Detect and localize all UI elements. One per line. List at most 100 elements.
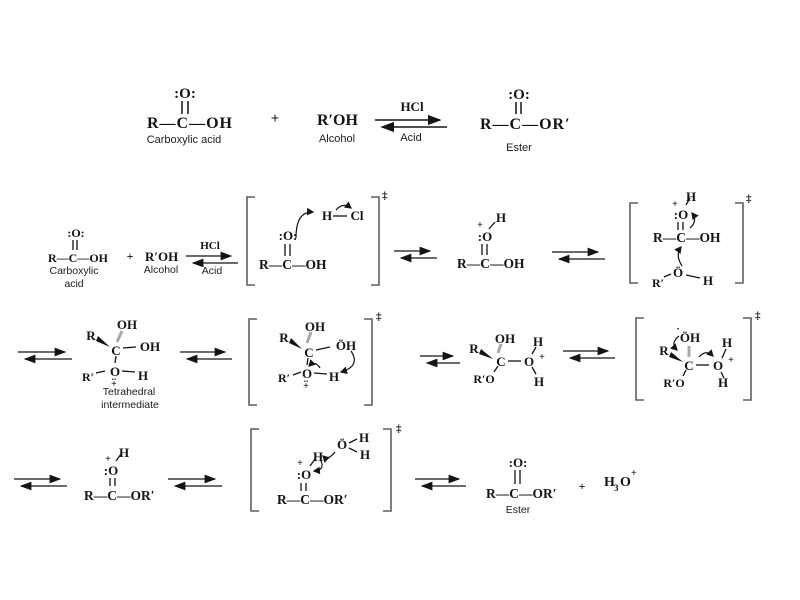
- or-prime-group: R′O: [663, 376, 685, 390]
- alcohol-caption: Alcohol: [143, 264, 179, 276]
- leaving-water-o: O: [523, 354, 535, 369]
- double-dagger: ‡: [396, 423, 402, 435]
- r-group: R: [86, 328, 96, 343]
- oh-top: OH: [494, 331, 516, 346]
- plus-charge: +: [728, 355, 734, 366]
- double-dagger: ‡: [382, 190, 388, 202]
- catalyst-label: HCl: [200, 240, 220, 252]
- or-prime-group: R′O: [473, 372, 495, 386]
- proton-h: H: [312, 449, 324, 464]
- oh-top: OH: [304, 319, 326, 334]
- o-h: H: [328, 369, 340, 384]
- water-h-bottom: H: [359, 447, 371, 462]
- plus-sign: +: [578, 479, 586, 493]
- lone-pair-dots: ..: [303, 374, 309, 384]
- proton-h: H: [685, 189, 697, 204]
- equilibrium-arrow-overview: [375, 114, 447, 133]
- r-group: R: [659, 343, 669, 358]
- oh-right: ÖH: [335, 338, 357, 353]
- acid-skeleton: R—C—OH: [48, 251, 108, 265]
- carbonyl-lone-pairs: :O:: [278, 228, 298, 243]
- double-dagger: ‡: [755, 310, 761, 322]
- transition-state-brackets: [246, 196, 752, 512]
- hydronium-charge: +: [631, 468, 637, 479]
- ester-skeleton: R—C—OR′: [486, 486, 557, 501]
- plus-sign: +: [126, 249, 134, 263]
- equilibrium-arrow-5: [180, 347, 232, 364]
- ester-skeleton: R—C—OR′: [84, 488, 155, 503]
- hcl-cl-atom: Cl: [350, 208, 364, 223]
- central-carbon: C: [496, 354, 506, 369]
- plus-charge: +: [105, 454, 111, 465]
- carbonyl-lone-pairs: :O:: [508, 455, 528, 470]
- curved-electron-arrows: [295, 201, 714, 475]
- equilibrium-arrow-9: [168, 474, 222, 491]
- r-prime: R′: [277, 371, 291, 385]
- equilibrium-arrow-step1: [186, 251, 238, 268]
- hcl-h-atom: H: [321, 208, 333, 223]
- alcohol-h: H: [702, 273, 714, 288]
- row3-wedge-bonds: [96, 336, 683, 362]
- acid-caption-line1: Carboxylic: [49, 265, 99, 277]
- central-carbon: C: [304, 345, 314, 360]
- acid-condition-label: Acid: [201, 265, 223, 277]
- protonated-o: O: [109, 364, 121, 379]
- water-h-top: H: [358, 430, 370, 445]
- equilibrium-arrow-10: [415, 474, 466, 491]
- carbonyl-o: :O: [296, 467, 312, 482]
- equilibrium-arrow-7: [563, 346, 615, 363]
- carbonyl-o: :O: [673, 207, 689, 222]
- double-dagger: ‡: [376, 311, 382, 323]
- alcohol-r-prime: R′: [651, 276, 665, 290]
- water-o: Ö: [336, 437, 348, 452]
- equilibrium-arrow-8: [14, 474, 67, 491]
- hydronium-h: H: [604, 475, 615, 490]
- acid-condition-label: Acid: [400, 132, 422, 144]
- acid-skeleton: R—C—OH: [259, 257, 327, 272]
- ester-caption: Ester: [505, 504, 531, 516]
- oh-top: OH: [116, 317, 138, 332]
- plus-sign: +: [270, 111, 280, 127]
- proton-h: H: [118, 445, 130, 460]
- equilibrium-arrow-6: [420, 351, 460, 368]
- acid-caption: Carboxylic acid: [146, 134, 222, 146]
- water-h-bottom: H: [533, 374, 545, 389]
- carbonyl-lone-pairs: :O:: [67, 226, 85, 240]
- catalyst-label: HCl: [400, 99, 424, 114]
- alcohol-caption: Alcohol: [318, 133, 356, 145]
- r-prime: R′: [81, 370, 95, 384]
- row2-bonds: [72, 197, 701, 279]
- plus-charge: +: [111, 379, 117, 390]
- row1-bonds: [181, 101, 522, 114]
- equilibrium-arrow-4: [18, 347, 72, 364]
- water-h-bottom: H: [717, 375, 729, 390]
- plus-charge: +: [672, 199, 678, 210]
- central-carbon: C: [111, 343, 121, 358]
- lone-pair-dot: ·: [676, 324, 680, 335]
- ester-skeleton: R—C—OR′: [277, 492, 348, 507]
- caption-line2: intermediate: [101, 399, 159, 411]
- alcohol-formula: R′OH: [317, 112, 358, 129]
- row3-gray-bonds: [115, 330, 691, 357]
- acid-skeleton: R—C—OH: [457, 256, 525, 271]
- hydronium-subscript: 3: [614, 483, 619, 493]
- plus-charge: +: [539, 352, 545, 363]
- carbonyl-lone-pairs: :O:: [508, 87, 530, 103]
- protonated-o: O: [301, 366, 313, 381]
- acid-skeleton: R—C—OH: [653, 230, 721, 245]
- water-h-top: H: [721, 335, 733, 350]
- acid-skeleton: R—C—OH: [147, 115, 233, 132]
- leaving-water-o: O: [712, 358, 724, 373]
- r-group: R: [469, 341, 479, 356]
- plus-charge: +: [303, 381, 309, 392]
- equilibrium-arrow-3: [552, 247, 605, 264]
- proton-h: H: [495, 210, 507, 225]
- central-carbon: C: [684, 358, 694, 373]
- carbonyl-o: :O: [477, 229, 493, 244]
- plus-charge: +: [477, 220, 483, 231]
- lone-pair-dots: ..: [111, 372, 117, 382]
- carbonyl-lone-pairs: :O:: [174, 86, 196, 102]
- plus-charge: +: [297, 458, 303, 469]
